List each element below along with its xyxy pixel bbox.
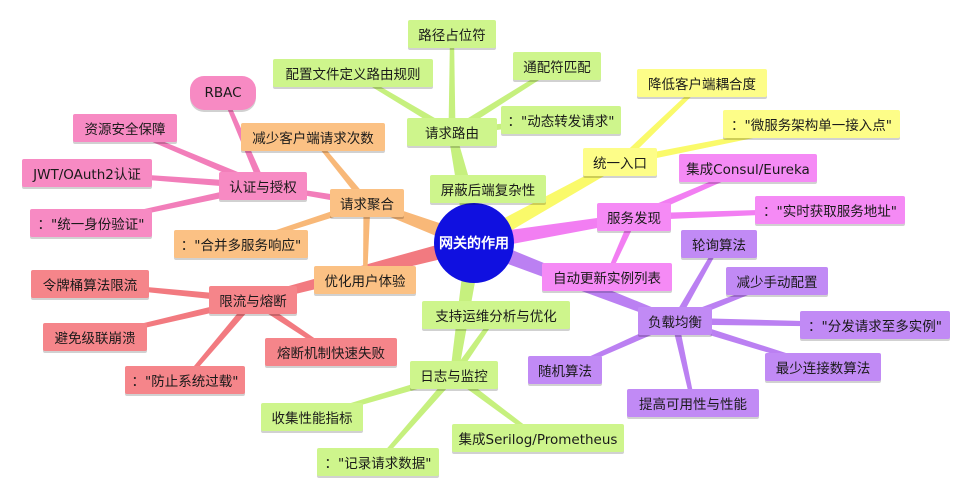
branch-rate-limit-circuit-breaker[interactable]: 限流与熔断 [209,286,297,314]
node-rbac[interactable]: RBAC [190,76,256,110]
node-path-placeholder[interactable]: 路径占位符 [408,20,496,48]
node-hide-backend-complexity[interactable]: 屏蔽后端复杂性 [430,175,546,203]
branch-unified-entry[interactable]: 统一入口 [583,148,657,176]
edge-agg-reduce [311,135,370,206]
branch-service-discovery[interactable]: 服务发现 [597,203,671,231]
edge-lb-roundrobin [671,243,721,323]
branch-auth[interactable]: 认证与授权 [219,172,307,200]
branch-request-aggregation[interactable]: 请求聚合 [330,189,404,217]
node-least-connections[interactable]: 最少连接数算法 [765,353,881,381]
edge-logging-record [376,372,457,464]
node-single-access-point[interactable]: ："微服务架构单一接入点" [723,110,900,138]
edge-lb-availability [671,320,695,404]
node-wildcard-match[interactable]: 通配符匹配 [513,52,601,80]
edge-logging-serilog [451,372,540,440]
node-resource-security[interactable]: 资源安全保障 [73,114,177,142]
edge-entry-coupling [617,81,704,165]
node-dynamic-forward[interactable]: ："动态转发请求" [501,106,621,134]
root-node[interactable]: 网关的作用 [434,203,514,283]
node-record-request-data[interactable]: ："记录请求数据" [317,448,439,476]
node-auto-update-instances[interactable]: 自动更新实例列表 [542,263,672,291]
node-config-route-rules[interactable]: 配置文件定义路由规则 [273,59,433,87]
node-round-robin[interactable]: 轮询算法 [681,230,757,258]
edge-agg-ux [363,202,371,281]
node-circuit-breaker-fail-fast[interactable]: 熔断机制快速失败 [265,338,397,366]
node-ops-analysis[interactable]: 支持运维分析与优化 [422,301,570,329]
edge-routing-wildcard [450,64,559,135]
node-reduce-client-requests[interactable]: 减少客户端请求次数 [241,123,385,151]
node-jwt-oauth2[interactable]: JWT/OAuth2认证 [22,159,152,187]
node-merge-responses[interactable]: ："合并多服务响应" [174,230,308,258]
node-avoid-cascade-failure[interactable]: 避免级联崩溃 [43,323,147,351]
node-reduce-manual-config[interactable]: 减少手动配置 [726,267,828,295]
node-availability-performance[interactable]: 提高可用性与性能 [627,389,759,417]
node-unified-identity[interactable]: ："统一身份验证" [30,209,152,237]
branch-load-balancing[interactable]: 负载均衡 [638,307,712,335]
node-serilog-prometheus[interactable]: 集成Serilog/Prometheus [452,424,624,452]
node-optimize-ux[interactable]: 优化用户体验 [314,266,416,294]
node-reduce-client-coupling[interactable]: 降低客户端耦合度 [637,69,767,97]
edge-discovery-auto [605,215,638,278]
edge-rl-overload [183,297,256,382]
branch-logging-monitoring[interactable]: 日志与监控 [410,361,498,389]
edge-routing-path [448,34,456,132]
node-collect-metrics[interactable]: 收集性能指标 [261,403,363,431]
node-consul-eureka[interactable]: 集成Consul/Eureka [679,154,817,182]
branch-request-routing[interactable]: 请求路由 [407,118,497,146]
node-realtime-addresses[interactable]: ："实时获取服务地址" [755,196,905,224]
node-token-bucket[interactable]: 令牌桶算法限流 [31,270,149,298]
node-distribute-requests[interactable]: ："分发请求至多实例" [800,311,950,339]
node-random-algorithm[interactable]: 随机算法 [528,356,602,384]
node-prevent-overload[interactable]: ："防止系统过载" [125,366,245,394]
